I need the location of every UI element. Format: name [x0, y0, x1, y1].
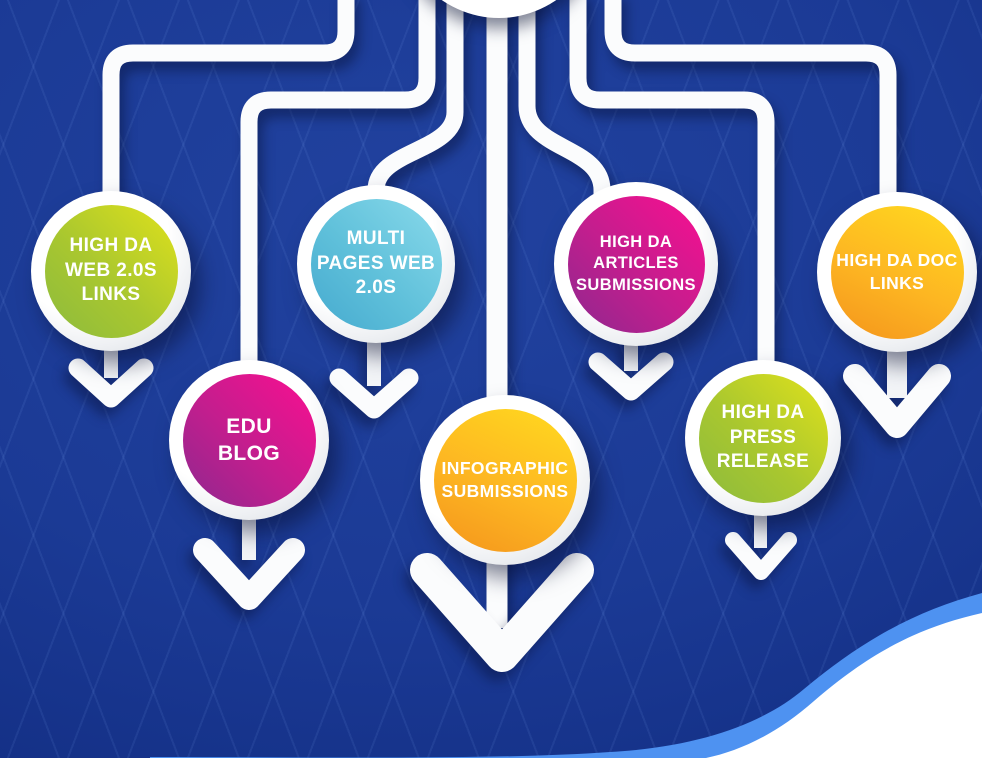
arrow-shaft — [242, 514, 256, 560]
corner-wave — [150, 593, 982, 758]
node-multi-pages-web20: MULTI PAGES WEB 2.0S — [297, 185, 455, 343]
node-label-line: 2.0S — [355, 277, 397, 299]
node-edu-blog: EDU BLOG — [169, 360, 329, 520]
node-label-line: INFOGRAPHIC — [441, 458, 569, 479]
down-arrow-icon — [329, 368, 419, 419]
connector-high-da-web20-links — [102, 0, 355, 271]
node-label-line: HIGH DA — [721, 401, 805, 423]
connector-multi-pages-web20 — [367, 0, 464, 264]
node-infographic-submissions: INFOGRAPHIC SUBMISSIONS — [420, 395, 590, 565]
node-label-line: HIGH DA — [599, 232, 673, 251]
node-label: EDU BLOG — [182, 373, 316, 507]
node-label-line: HIGH DA DOC — [836, 250, 958, 271]
down-arrows — [68, 336, 951, 672]
node-high-da-press-release: HIGH DA PRESS RELEASE — [685, 360, 841, 516]
node-label: HIGH DA ARTICLES SUBMISSIONS — [567, 195, 705, 333]
node-label-line: BLOG — [217, 442, 281, 465]
node-label: HIGH DA PRESS RELEASE — [698, 373, 828, 503]
node-label-line: LINKS — [81, 284, 141, 306]
node-label: HIGH DA DOC LINKS — [830, 205, 964, 339]
down-arrow-icon — [588, 352, 674, 401]
node-label-line: SUBMISSIONS — [441, 481, 569, 501]
node-label-line: WEB 2.0S — [65, 259, 157, 281]
arrow-shaft — [624, 339, 638, 371]
connector-high-da-press-release — [569, 0, 775, 440]
node-high-da-web20-links: HIGH DA WEB 2.0S LINKS — [31, 191, 191, 351]
arrow-shaft — [104, 344, 118, 378]
node-label-line: HIGH DA — [69, 234, 153, 256]
down-arrow-icon — [193, 538, 305, 610]
node-label-line: EDU — [226, 414, 272, 438]
node-high-da-articles-submissions: HIGH DA ARTICLES SUBMISSIONS — [554, 182, 718, 346]
node-label: HIGH DA WEB 2.0S LINKS — [44, 204, 178, 338]
down-arrow-icon — [725, 532, 797, 580]
arrow-shaft — [887, 348, 907, 398]
connector-lines — [102, 0, 897, 628]
node-label-line: ARTICLES — [593, 254, 679, 273]
node-label-line: LINKS — [869, 273, 925, 293]
node-label-line: PAGES WEB — [316, 252, 436, 274]
down-arrow-icon — [68, 358, 154, 408]
source-node-partial-circle — [441, 0, 557, 18]
down-arrow-icon — [843, 364, 951, 438]
wave-white-fill — [706, 613, 982, 758]
connector-edu-blog — [240, 0, 436, 440]
node-label-line: MULTI — [346, 227, 406, 249]
node-label-line: PRESS — [729, 426, 797, 448]
node-label: MULTI PAGES WEB 2.0S — [310, 198, 442, 330]
arrow-shaft — [754, 512, 767, 548]
node-high-da-doc-links: HIGH DA DOC LINKS — [817, 192, 977, 352]
node-label: INFOGRAPHIC SUBMISSIONS — [433, 408, 577, 552]
connector-high-da-doc-links — [604, 0, 897, 220]
arrow-shaft — [367, 336, 381, 386]
node-label-line: SUBMISSIONS — [576, 275, 696, 294]
node-label-line: RELEASE — [716, 451, 810, 473]
connector-high-da-articles — [518, 0, 611, 240]
big-down-arrow-icon — [410, 553, 594, 672]
wave-band — [150, 593, 982, 758]
